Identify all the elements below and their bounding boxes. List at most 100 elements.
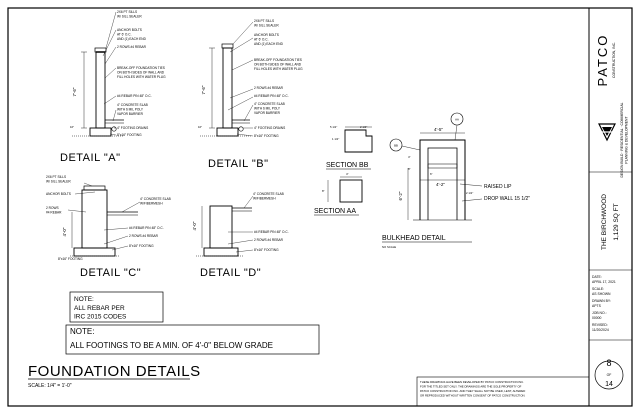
- detail-b-note: 4" CONCRETE SLAB: [254, 102, 285, 106]
- detail-c-note: 2 ROWS #4 REBAR: [129, 234, 159, 238]
- brand-sub: CONSTRUCTION, INC.: [612, 42, 616, 78]
- bulkhead-dim: 6": [430, 172, 433, 176]
- info-value: 11/20/2024: [592, 328, 609, 332]
- detail-c-note: 2 ROWS: [46, 206, 59, 210]
- detail-c-note: W/ SILL SEALER: [46, 180, 71, 184]
- detail-d: 4'-0" 4" CONCRETE SLAB W/FIBERMESH #4 RE…: [192, 192, 289, 279]
- detail-c-note: #4 REBAR: [46, 211, 62, 215]
- detail-a-note: 2 ROWS #4 REBAR: [117, 45, 147, 49]
- detail-b-note: #4 REBAR PIN 48" O.C.: [254, 94, 289, 98]
- detail-c-note: 8"x16" FOOTING: [129, 244, 154, 248]
- note-rebar-line: ALL REBAR PER: [74, 305, 125, 312]
- detail-b-note: BREAK-OFF FOUNDATION TIES: [254, 58, 302, 62]
- bulkhead-note: RAISED LIP: [484, 184, 512, 190]
- detail-c-dim-height: 4'-0": [62, 227, 67, 236]
- section-bb: 5 1/2" 2 1/2" 1 1/2" SECTION BB: [326, 125, 373, 170]
- bulkhead-detail: AA BB 4'-5" 4" 6" 8" 4'-2" 2 1/2" 6'-2" …: [382, 112, 530, 249]
- info-label: SCALE:: [592, 287, 604, 291]
- section-bb-dim: 2 1/2": [360, 125, 367, 129]
- sheet-border: [7, 7, 633, 407]
- project-name: THE BIRCHWOOD: [601, 194, 608, 250]
- note-rebar-heading: NOTE:: [74, 296, 94, 303]
- detail-b: 7'-6" 16" 2X6 PT SILLS W/ SILL SEALER AN…: [198, 19, 303, 170]
- detail-c-note: ANCHOR BOLTS: [46, 192, 71, 196]
- bulkhead-scale: NO SCALE: [382, 245, 396, 249]
- info-value: 00000: [592, 316, 602, 320]
- sheet-scale: SCALE: 1/4" = 1'-0": [28, 383, 72, 389]
- bulkhead-dim: 4'-2": [436, 182, 445, 187]
- brand-name: PATCO: [595, 34, 610, 87]
- detail-d-note: 4" CONCRETE SLAB: [253, 192, 284, 196]
- copyright-line: FOR THE TITLED SET ONLY. THE DRAWINGS AR…: [420, 385, 522, 389]
- brand-address: PLANNING & DEVELOPMENT: [625, 116, 629, 163]
- detail-a-note: 2X6 PT SILLS: [117, 10, 137, 14]
- note-rebar-line: IRC 2015 CODES: [74, 314, 127, 321]
- note-footings-text: ALL FOOTINGS TO BE A MIN. OF 4'-0" BELOW…: [70, 341, 273, 350]
- detail-c-note: 2X6 PT SILLS: [46, 175, 66, 179]
- section-aa: 4" 8" SECTION AA: [314, 172, 363, 216]
- info-label: JOB NO.:: [592, 311, 607, 315]
- detail-a-note: 8"x16" FOOTING: [117, 133, 142, 137]
- detail-a-dim-footing: 16": [70, 125, 74, 129]
- bulkhead-dim: 6'-2": [398, 191, 403, 200]
- detail-a-note: #4 REBAR PIN 48" O.C.: [117, 94, 152, 98]
- bulkhead-dim: 4'-5": [434, 127, 443, 132]
- section-bb-dim: 5 1/2": [330, 125, 337, 129]
- note-footings: NOTE: ALL FOOTINGS TO BE A MIN. OF 4'-0"…: [65, 324, 320, 355]
- brand-address: DESIGN BUILD · RESIDENTIAL · COMMERCIAL: [620, 102, 624, 177]
- detail-a-note: VAPOR BARRIER: [117, 112, 144, 116]
- detail-d-dim-height: 4'-0": [192, 221, 197, 230]
- detail-a-note: BREAK-OFF FOUNDATION TIES: [117, 66, 165, 70]
- detail-b-note: 2X6 PT SILLS: [254, 19, 274, 23]
- detail-a-note: 4" CONCRETE SLAB: [117, 103, 148, 107]
- detail-c-note: 8"x16" FOOTING: [58, 257, 83, 261]
- bulkhead-tag-bb: BB: [394, 144, 398, 148]
- detail-c-note: W/FIBERMESH: [140, 202, 163, 206]
- bulkhead-dim: 2 1/2": [466, 191, 473, 195]
- detail-b-note: FILL HOLES WITH WATER PLUG: [254, 67, 303, 71]
- info-label: REVISED:: [592, 323, 608, 327]
- note-footings-heading: NOTE:: [70, 327, 94, 336]
- detail-b-note: 4" FOOTING DRAINS: [254, 126, 285, 130]
- bulkhead-dim: 4": [408, 155, 411, 159]
- info-value: APRIL 17, 2021: [592, 280, 616, 284]
- bulkhead-title: BULKHEAD DETAIL: [382, 235, 446, 242]
- sheet-title: FOUNDATION DETAILS SCALE: 1/4" = 1'-0": [28, 363, 201, 389]
- detail-a-note: AT 6' O.C.: [117, 33, 132, 37]
- detail-c-title: DETAIL "C": [80, 267, 141, 279]
- detail-b-note: VAPOR BARRIER: [254, 111, 281, 115]
- sheet-total: 14: [605, 381, 613, 388]
- info-value: APTS: [592, 304, 602, 308]
- section-bb-title: SECTION BB: [326, 162, 369, 169]
- detail-a-note: ON BOTH SIDES OF WALL AND: [117, 71, 165, 75]
- detail-a-note: FILL HOLES WITH WATER PLUG: [117, 75, 166, 79]
- section-aa-dim: 4": [346, 172, 349, 176]
- section-aa-dim: 8": [322, 189, 325, 193]
- title-block: PATCO CONSTRUCTION, INC. DESIGN BUILD · …: [589, 34, 632, 390]
- detail-a-note: WITH 6 MIL POLY: [117, 108, 144, 112]
- detail-a-note: AND (1) EACH END: [117, 37, 147, 41]
- bulkhead-tag-aa: AA: [455, 118, 459, 122]
- detail-d-note: #4 REBAR PIN 48" O.C.: [254, 230, 289, 234]
- info-label: DRAWN BY:: [592, 299, 611, 303]
- detail-b-note: AND (1) EACH END: [254, 42, 284, 46]
- info-value: AS SHOWN: [592, 292, 611, 296]
- detail-c-note: 4" CONCRETE SLAB: [140, 197, 171, 201]
- section-aa-title: SECTION AA: [314, 208, 356, 215]
- detail-d-note: 8"x16" FOOTING: [254, 248, 279, 252]
- detail-a: 7'-6" 16" 2X6 PT SILLS W/ SILL SEALER AN…: [60, 10, 166, 164]
- detail-a-note: W/ SILL SEALER: [117, 15, 142, 19]
- detail-b-dim-footing: 16": [198, 125, 202, 129]
- bulkhead-dim: 8": [408, 167, 411, 171]
- detail-a-title: DETAIL "A": [60, 152, 121, 164]
- detail-b-note: 2 ROWS #4 REBAR: [254, 86, 284, 90]
- detail-b-note: ANCHOR BOLTS: [254, 33, 279, 37]
- detail-c: 4'-0" 2X6 PT SILLS W/ SILL SEALER ANCHOR…: [46, 175, 171, 279]
- detail-d-title: DETAIL "D": [200, 267, 261, 279]
- sheet-title-text: FOUNDATION DETAILS: [28, 363, 201, 380]
- section-bb-dim: 1 1/2": [332, 137, 339, 141]
- patco-logo: [597, 123, 617, 142]
- detail-d-note: 2 ROWS #4 REBAR: [254, 238, 284, 242]
- copyright-notice: THESE DRAWINGS HAVE BEEN DEVELOPED BY PA…: [416, 376, 590, 407]
